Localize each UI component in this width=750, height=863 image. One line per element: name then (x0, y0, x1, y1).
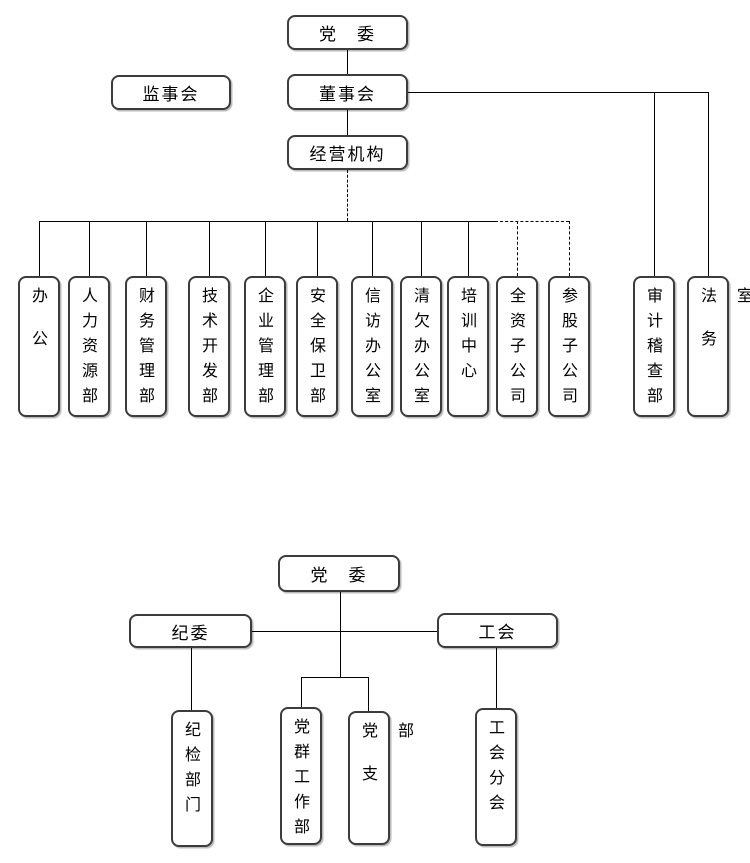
dept-box-tech-development: 技术开发部 (188, 276, 230, 417)
connector-party-trunk (340, 592, 341, 677)
party-committee-box: 党 委 (287, 15, 408, 50)
dept-box-wholly-owned-subsidiary: 全资子公司 (496, 276, 538, 417)
dept-box-audit-inspection: 审计稽查部 (633, 276, 675, 417)
connector-board-right-branch (408, 92, 708, 93)
connector-drop-party-branch (368, 677, 369, 711)
connector-drop-discipline-dept (191, 648, 192, 710)
connector-drop-holding-dashed (569, 221, 570, 276)
connector-drop-union-branch (496, 648, 497, 708)
connector-board-to-management (347, 110, 348, 135)
connector-party-to-board (347, 50, 348, 74)
connector-drop-party-mass-work (301, 677, 302, 707)
connector-drop-audit (654, 92, 655, 276)
connector-management-to-row-dashed (347, 170, 348, 221)
connector-drop-finance (146, 221, 147, 276)
dept-box-discipline-inspection: 纪检部门 (171, 710, 213, 847)
connector-drop-debt (421, 221, 422, 276)
discipline-committee-box: 纪委 (129, 614, 252, 648)
dept-box-legal-office: 法务室 (687, 276, 750, 417)
dept-box-holding-subsidiary: 参股子公司 (548, 276, 590, 417)
connector-dept-bus-solid (39, 221, 495, 222)
board-of-directors-box: 董事会 (287, 74, 408, 110)
dept-box-training-center: 培训中心 (447, 276, 489, 417)
connector-dept-bus-dashed (495, 221, 569, 222)
dept-box-union-branch: 工会分会 (475, 708, 517, 846)
connector-drop-tech (209, 221, 210, 276)
dept-box-human-resources: 人力资源部 (68, 276, 110, 417)
party-committee-bottom-box: 党 委 (278, 555, 400, 592)
connector-drop-petition (372, 221, 373, 276)
dept-box-finance-management: 财务管理部 (125, 276, 167, 417)
connector-drop-office (39, 221, 40, 276)
dept-box-safety-security: 安全保卫部 (296, 276, 338, 417)
dept-box-party-mass-work: 党群工作部 (280, 707, 322, 845)
connector-drop-legal (708, 92, 709, 276)
labor-union-box: 工会 (437, 613, 558, 648)
dept-box-enterprise-management: 企业管理部 (244, 276, 286, 417)
connector-drop-enterprise (265, 221, 266, 276)
supervisory-board-box: 监事会 (111, 75, 231, 110)
connector-party-children-bus (301, 677, 369, 678)
management-body-box: 经营机构 (287, 135, 408, 170)
connector-drop-wholly-owned-dashed (517, 221, 518, 276)
connector-drop-training (468, 221, 469, 276)
dept-box-petition-office: 信访办公室 (351, 276, 393, 417)
connector-drop-hr (89, 221, 90, 276)
connector-discipline-union-cross (252, 631, 437, 632)
dept-box-debt-clearing-office: 清欠办公室 (400, 276, 442, 417)
connector-drop-security (317, 221, 318, 276)
dept-box-party-branch: 党支部 (348, 711, 414, 845)
